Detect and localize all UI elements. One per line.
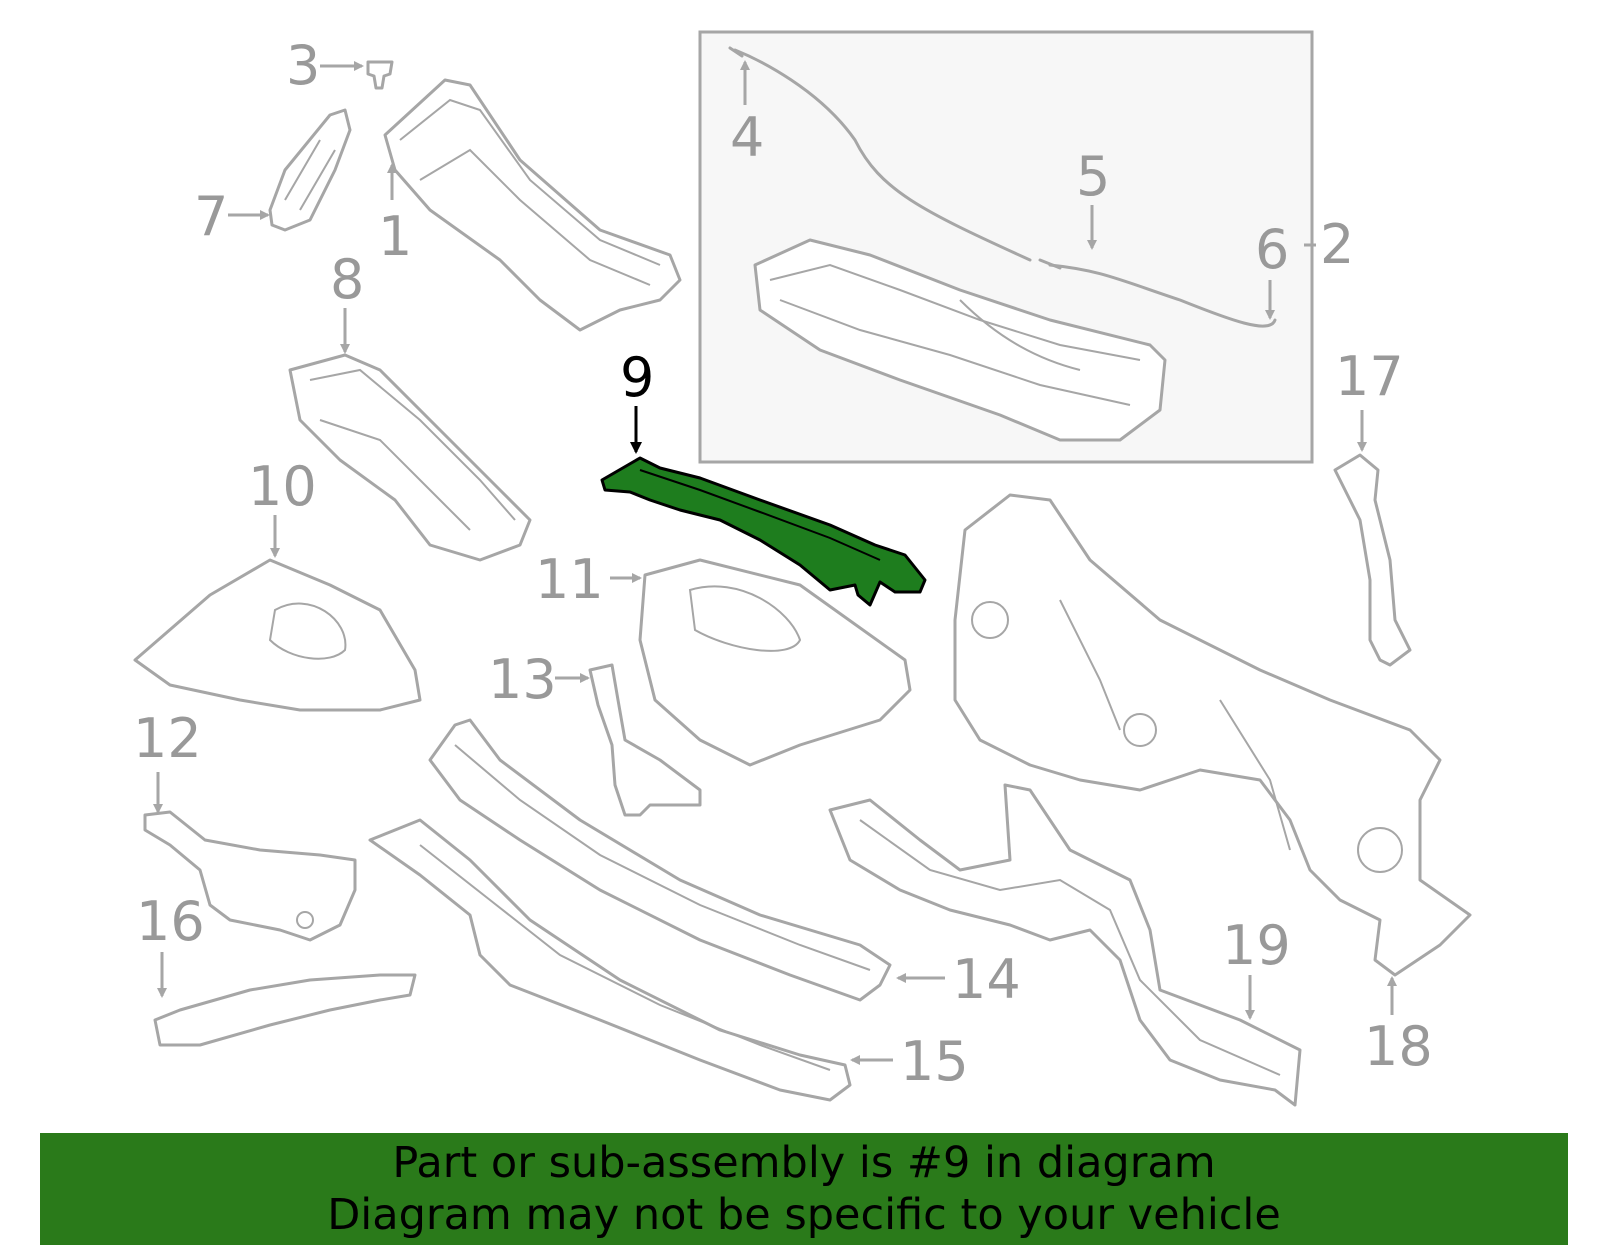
callout-13: 13 [488,648,557,711]
callout-1: 1 [378,205,412,268]
callout-4: 4 [730,106,764,169]
callout-17: 17 [1335,345,1404,408]
callout-15: 15 [900,1030,969,1093]
part-1-cowl-panel [383,78,682,332]
callout-16: 16 [136,890,205,953]
callout-14: 14 [952,948,1021,1011]
inset-box-part-2 [698,30,1314,464]
callout-19: 19 [1222,914,1291,977]
callout-8: 8 [330,248,364,311]
part-11-insulator [638,558,912,767]
part-9-cowl-bracket [600,456,927,607]
part-7-seal [268,108,352,232]
callout-3: 3 [286,34,320,97]
part-13-bracket [588,663,702,817]
part-10-insulator [133,558,422,712]
part-15-cowl-top [368,818,852,1102]
part-17-pillar [1333,453,1412,667]
callout-arrows [153,60,1397,1065]
part-19-frame-rail [828,783,1302,1107]
part-3-clip [366,60,394,90]
callout-11: 11 [535,548,604,611]
callout-9: 9 [620,346,654,409]
part-8-panel [288,353,532,562]
part-12-bracket [143,810,357,942]
part-18-dash-panel [953,493,1472,977]
callout-2: 2 [1320,213,1354,276]
callout-7: 7 [194,185,228,248]
banner-line-1: Part or sub-assembly is #9 in diagram [392,1138,1216,1188]
callout-labels: 3 1 7 4 5 6 2 8 9 10 11 13 12 16 14 15 1… [133,34,1433,1093]
callout-10: 10 [248,455,317,518]
banner-line-2: Diagram may not be specific to your vehi… [327,1190,1281,1240]
callout-18: 18 [1364,1015,1433,1078]
callout-6: 6 [1255,218,1289,281]
part-16-bracket [153,973,417,1047]
part-14-cross-member [428,718,892,1002]
callout-5: 5 [1076,145,1110,208]
callout-12: 12 [133,707,202,770]
info-banner: Part or sub-assembly is #9 in diagram Di… [40,1133,1568,1245]
